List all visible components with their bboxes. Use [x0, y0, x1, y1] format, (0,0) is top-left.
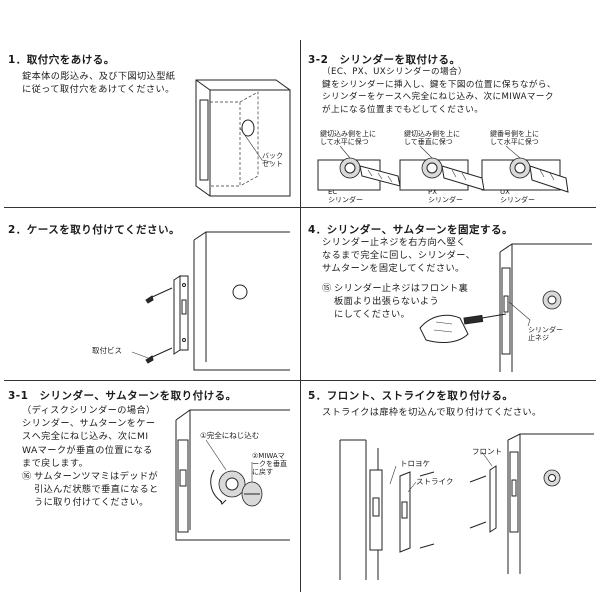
ux-callout: 鍵番号側を上に して水平に保つ [490, 130, 539, 146]
torooyoke-label: トロヨケ [400, 459, 430, 468]
set-screw-label: シリンダー 止ネジ [528, 326, 563, 342]
step-4-note-marker: ⑮ [322, 283, 332, 294]
row-divider-2 [4, 380, 596, 381]
step-3-1-text: （ディスクシリンダーの場合） シリンダー、サムターンをケー スへ完全にねじ込み、… [22, 405, 156, 469]
ec-callout: 鍵切込み側を上に して水平に保つ [320, 130, 376, 146]
miwa-mark-callout: ②MIWAマ ークを垂直 に戻す [252, 452, 287, 476]
strike-label: ストライク [416, 477, 454, 486]
backset-label: バック セット [262, 152, 283, 168]
step-4-text: シリンダー止ネジを右方向へ堅く なるまで完全に回し、シリンダー、 サムターンを固… [322, 237, 476, 275]
step-4-title: 4．シリンダー、サムターンを固定する。 [308, 224, 513, 236]
step-5-text: ストライクは扉枠を切込んで取り付けてください。 [322, 407, 542, 418]
px-cylinder-label: PX シリンダー [428, 188, 463, 204]
front-label: フロント [472, 447, 502, 456]
px-callout: 鍵切込み側を上に して垂直に保つ [404, 130, 460, 146]
step-3-2-text: （EC、PX、UXシリンダーの場合） 鍵をシリンダーに挿入し、鍵を下図の位置に保… [322, 67, 556, 115]
ec-cylinder-label: EC シリンダー [328, 188, 363, 204]
ux-cylinder-label: UX シリンダー [500, 188, 535, 204]
step-3-1-note-marker: ⑯ [22, 471, 32, 482]
step-2-title: 2．ケースを取り付けてください。 [8, 224, 180, 236]
step-5-title: 5．フロント、ストライクを取り付ける。 [308, 390, 514, 402]
step-4-note: シリンダー止ネジはフロント裏 板面より出張らないよう にしてください。 [334, 283, 469, 321]
column-divider [300, 40, 301, 592]
row-divider-1 [4, 207, 596, 208]
step-1-text: 錠本体の彫込み、及び下図切込型紙 に従って取付穴をあけてください。 [22, 71, 176, 96]
step-3-2-title: 3-2 シリンダーを取付ける。 [308, 54, 461, 66]
step-3-1-note: サムターンツマミはデッドが 引込んだ状態で垂直になると うに取り付けてください。 [34, 471, 159, 509]
mounting-screw-label: 取付ビス [92, 346, 122, 355]
step-3-1-title: 3-1 シリンダー、サムターンを取り付ける。 [8, 390, 237, 402]
step-1-title: 1．取付穴をあける。 [8, 54, 115, 66]
screw-in-callout: ①完全にねじ込む [200, 431, 260, 440]
